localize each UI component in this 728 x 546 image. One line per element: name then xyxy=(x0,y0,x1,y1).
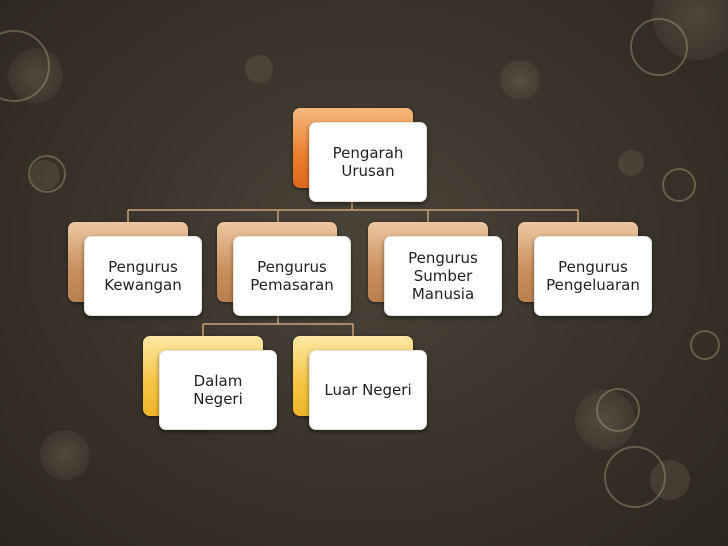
bokeh-circle xyxy=(245,55,273,83)
bokeh-circle xyxy=(30,160,60,190)
bokeh-circle xyxy=(500,60,540,100)
node-label: Luar Negeri xyxy=(324,381,412,399)
node-label: Pengurus Pengeluaran xyxy=(546,258,640,294)
node-label-card: Pengurus Pengeluaran xyxy=(534,236,652,316)
node-pengarah-urusan: Pengarah Urusan xyxy=(293,108,433,204)
bokeh-circle xyxy=(596,388,640,432)
node-label: Dalam Negeri xyxy=(193,372,243,408)
node-label: Pengarah Urusan xyxy=(332,144,404,180)
node-label: Pengurus Kewangan xyxy=(104,258,182,294)
bokeh-circle xyxy=(40,430,90,480)
node-label-card: Pengurus Sumber Manusia xyxy=(384,236,502,316)
node-label-card: Pengarah Urusan xyxy=(309,122,427,202)
node-label-card: Dalam Negeri xyxy=(159,350,277,430)
node-label-card: Pengurus Kewangan xyxy=(84,236,202,316)
bokeh-circle xyxy=(690,330,720,360)
node-label: Pengurus Pemasaran xyxy=(250,258,334,294)
bokeh-circle xyxy=(662,168,696,202)
bokeh-circle xyxy=(604,446,666,508)
node-label-card: Luar Negeri xyxy=(309,350,427,430)
bokeh-circle xyxy=(650,460,690,500)
node-luar-negeri: Luar Negeri xyxy=(293,336,433,432)
bokeh-circle xyxy=(618,150,644,176)
bokeh-circle xyxy=(8,48,63,103)
node-label-card: Pengurus Pemasaran xyxy=(233,236,351,316)
node-label: Pengurus Sumber Manusia xyxy=(408,249,478,303)
node-pengurus-pemasaran: Pengurus Pemasaran xyxy=(217,222,357,318)
node-dalam-negeri: Dalam Negeri xyxy=(143,336,283,432)
node-pengurus-sumber-manusia: Pengurus Sumber Manusia xyxy=(368,222,508,318)
bokeh-circle xyxy=(28,155,66,193)
node-pengurus-kewangan: Pengurus Kewangan xyxy=(68,222,208,318)
bokeh-circle xyxy=(630,18,688,76)
node-pengurus-pengeluaran: Pengurus Pengeluaran xyxy=(518,222,658,318)
